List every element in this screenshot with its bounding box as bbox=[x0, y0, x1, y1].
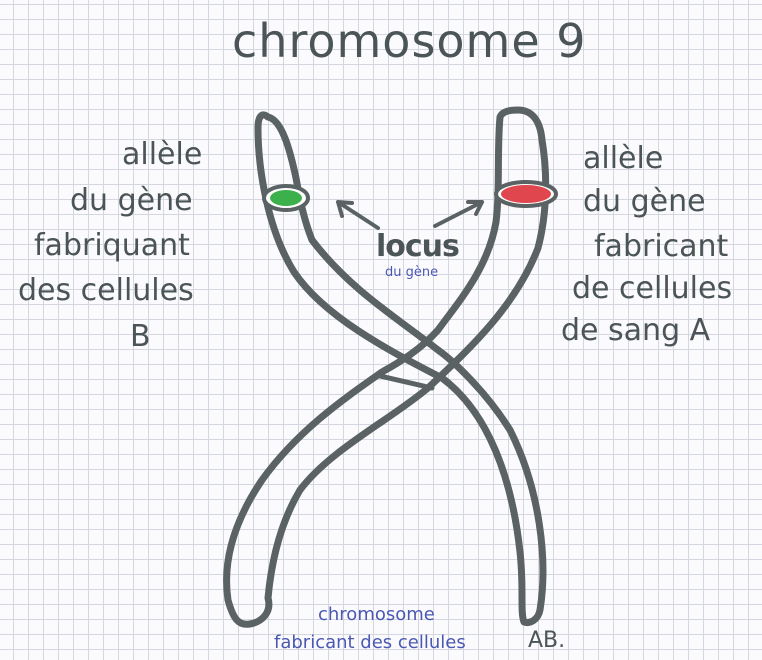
bottom-caption-line-2: fabricant des cellules bbox=[274, 632, 466, 653]
allele-left-mark bbox=[264, 186, 308, 210]
right-label-line-4: de cellules bbox=[572, 270, 732, 308]
diagram-title: chromosome 9 bbox=[232, 14, 587, 68]
allele-right-mark bbox=[496, 182, 556, 206]
right-label-line-5: de sang A bbox=[561, 312, 710, 350]
bottom-caption-emphasis: AB. bbox=[528, 628, 565, 653]
left-label-line-2: du gène bbox=[70, 182, 193, 220]
locus-label: locus bbox=[376, 229, 459, 264]
chiasma-line bbox=[380, 376, 432, 388]
left-label-line-4: des cellules bbox=[18, 272, 194, 310]
left-label-line-1: allèle bbox=[122, 136, 202, 174]
arrow-to-left-locus bbox=[338, 202, 378, 228]
right-label-line-3: fabricant bbox=[594, 228, 728, 266]
left-label-line-5: B bbox=[130, 318, 151, 356]
locus-sublabel: du gène bbox=[385, 265, 438, 280]
right-label-line-2: du gène bbox=[583, 183, 706, 221]
left-label-line-3: fabriquant bbox=[34, 227, 190, 265]
right-label-line-1: allèle bbox=[583, 140, 663, 178]
arrow-to-right-locus bbox=[435, 202, 482, 226]
bottom-caption-line-1: chromosome bbox=[318, 604, 435, 625]
